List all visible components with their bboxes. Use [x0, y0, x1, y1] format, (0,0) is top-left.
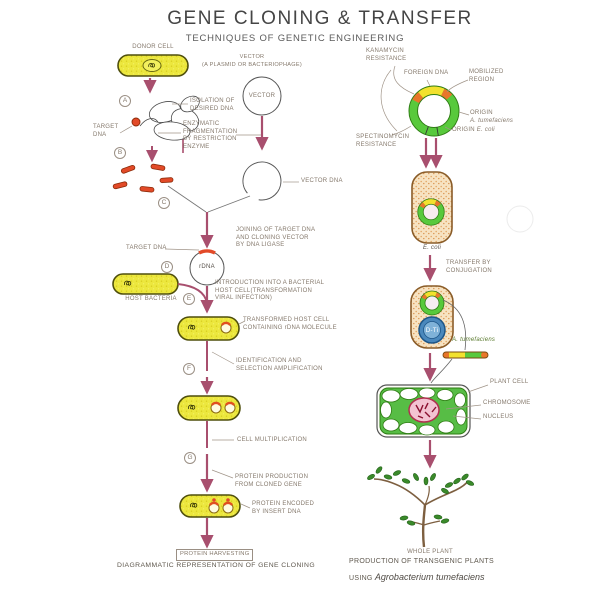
- label-kanamycin: KANAMYCIN RESISTANCE: [366, 48, 407, 62]
- label-agrobacterium: A. tumefaciens: [452, 337, 496, 343]
- label-mobilized: MOBILIZED REGION: [469, 69, 504, 83]
- plant-cell-connectors: [445, 384, 489, 420]
- page-subtitle: TECHNIQUES OF GENETIC ENGINEERING: [185, 33, 405, 44]
- multiplied-cell: [177, 395, 241, 421]
- vector-circle: [242, 76, 282, 151]
- label-target-dna-2: TARGET DNA: [126, 245, 167, 251]
- label-donor-cell: DONOR CELL: [132, 44, 174, 50]
- step-e: E: [183, 293, 195, 305]
- vector-dna-open-circle: [242, 161, 282, 201]
- host-bacteria-cell: [112, 273, 208, 304]
- dna-fragments: [112, 163, 174, 193]
- label-isolation: ISOLATION OF DESIRED DNA: [190, 98, 235, 112]
- label-joining: JOINING OF TARGET DNA AND CLONING VECTOR…: [236, 227, 316, 248]
- chromosomes: [415, 402, 437, 419]
- label-spectinomycin: SPECTINOMYCIN RESISTANCE: [356, 134, 410, 148]
- target-dna-dot: [131, 117, 141, 127]
- step-d: D: [161, 261, 173, 273]
- label-plant-cell: PLANT CELL: [490, 379, 529, 385]
- label-identification: IDENTIFICATION AND SELECTION AMPLIFICATI…: [236, 358, 323, 372]
- agrobacterium-cell: [410, 285, 454, 349]
- label-enzymatic: ENZYMATIC FRAGMENTATION BY RESTRICTION E…: [183, 121, 238, 150]
- plant-cell: [376, 384, 471, 438]
- right-caption-line1: PRODUCTION OF TRANSGENIC PLANTS: [349, 558, 494, 565]
- label-transformed: TRANSFORMED HOST CELL CONTAINING rDNA MO…: [243, 317, 337, 331]
- protein-cell: [179, 494, 241, 518]
- step-a: A: [119, 95, 131, 107]
- left-connectors: [119, 103, 299, 509]
- label-target-dna: TARGET DNA: [93, 124, 119, 138]
- label-host-bacteria: HOST BACTERIA: [125, 296, 177, 302]
- arrows-conjugation-double: [419, 138, 443, 169]
- step-c: C: [158, 197, 170, 209]
- label-origin-ecoli: ORIGIN E. coli: [452, 127, 495, 133]
- donor-cell: [117, 54, 189, 77]
- joining-junction: [167, 185, 251, 249]
- label-transfer: TRANSFER BY CONJUGATION: [446, 260, 492, 274]
- step-f: F: [183, 363, 195, 375]
- label-ecoli: E. coli: [422, 245, 442, 251]
- label-nucleus: NUCLEUS: [483, 414, 514, 420]
- label-cell-multiplication: CELL MULTIPLICATION: [237, 437, 307, 443]
- left-caption: DIAGRAMMATIC REPRESENTATION OF GENE CLON…: [116, 562, 316, 569]
- ecoli-cell: [411, 171, 453, 244]
- step-b: B: [114, 147, 126, 159]
- right-caption-line2: USING Agrobacterium tumefaciens: [349, 572, 485, 582]
- label-whole-plant: WHOLE PLANT: [407, 549, 453, 555]
- whole-plant-sketch: [367, 466, 475, 548]
- label-introduction: INTRODUCTION INTO A BACTERIAL HOST CELL(…: [215, 280, 325, 301]
- label-rdna: rDNA: [199, 264, 215, 270]
- label-chromosome: CHROMOSOME: [483, 400, 531, 406]
- transformed-host-cell: [177, 316, 240, 341]
- label-vector-dna: VECTOR DNA: [301, 178, 343, 184]
- label-vector: VECTOR: [248, 92, 276, 99]
- label-foreign-dna: FOREIGN DNA: [404, 70, 449, 76]
- page-title: GENE CLONING & TRANSFER: [167, 8, 473, 29]
- label-dti: D-Ti: [425, 327, 439, 334]
- protein-harvesting-box: PROTEIN HARVESTING: [176, 549, 254, 561]
- label-protein-production: PROTEIN PRODUCTION FROM CLONED GENE: [235, 474, 309, 488]
- label-protein-encoded: PROTEIN ENCODED BY INSERT DNA: [252, 501, 315, 515]
- ring-connectors: [380, 65, 470, 136]
- watermark-circle: [506, 205, 534, 233]
- isolated-dna-mass: [131, 95, 200, 163]
- nucleus: [408, 397, 440, 423]
- rdna-circle: [189, 249, 225, 286]
- step-g: G: [184, 452, 196, 464]
- plasmid-ring: [408, 85, 460, 137]
- label-vector-heading: VECTOR (A PLASMID OR BACTERIOPHAGE): [202, 54, 302, 68]
